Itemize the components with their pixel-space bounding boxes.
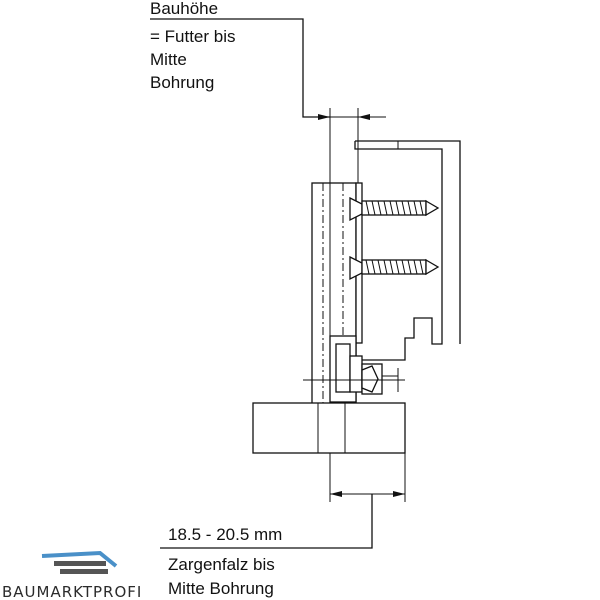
screw-upper-thread (365, 200, 424, 216)
screw-upper-tip (425, 199, 440, 217)
label-bauhoehe: Bauhöhe (150, 0, 218, 18)
top-dim-arrow-left (318, 114, 330, 120)
label-bohrung: Bohrung (150, 73, 214, 92)
label-mitte: Mitte (150, 50, 187, 69)
bottom-leader-line (160, 494, 373, 549)
logo-text: BAUMARKTPROFI (2, 583, 142, 600)
label-mitte-bohrung: Mitte Bohrung (168, 579, 274, 598)
door-leaf-block (252, 402, 406, 454)
bottom-annotation: 18.5 - 20.5 mm Zargenfalz bis Mitte Bohr… (168, 525, 282, 598)
label-zargenfalz-bis: Zargenfalz bis (168, 555, 275, 574)
knuckle-insert (335, 343, 351, 393)
screw-lower-thread (365, 259, 424, 275)
bottom-dim-arrow-left (330, 491, 342, 497)
door-leaf (252, 402, 406, 454)
label-futter-bis: = Futter bis (150, 27, 236, 46)
adjust-screw-head (361, 365, 379, 393)
frame-inner-contour (354, 141, 443, 361)
bottom-dimension (160, 453, 406, 549)
door-frame-profile (354, 140, 461, 361)
top-dim-arrow-right (358, 114, 370, 120)
bottom-dim-arrow-right (393, 491, 405, 497)
screw-upper (349, 196, 440, 222)
logo-bar-2 (60, 569, 108, 574)
top-annotation: Bauhöhe = Futter bis Mitte Bohrung (150, 0, 330, 118)
knuckle-side-block (349, 355, 363, 393)
screw-lower (349, 255, 440, 281)
label-dimension-value: 18.5 - 20.5 mm (168, 525, 282, 544)
logo-roof-icon (41, 550, 118, 568)
baumarktprofi-logo: BAUMARKTPROFI (2, 550, 142, 600)
screw-lower-tip (425, 258, 440, 276)
hinge-knuckle (303, 335, 405, 403)
logo-bar-1 (54, 561, 106, 566)
frame-outer-contour (355, 140, 461, 344)
